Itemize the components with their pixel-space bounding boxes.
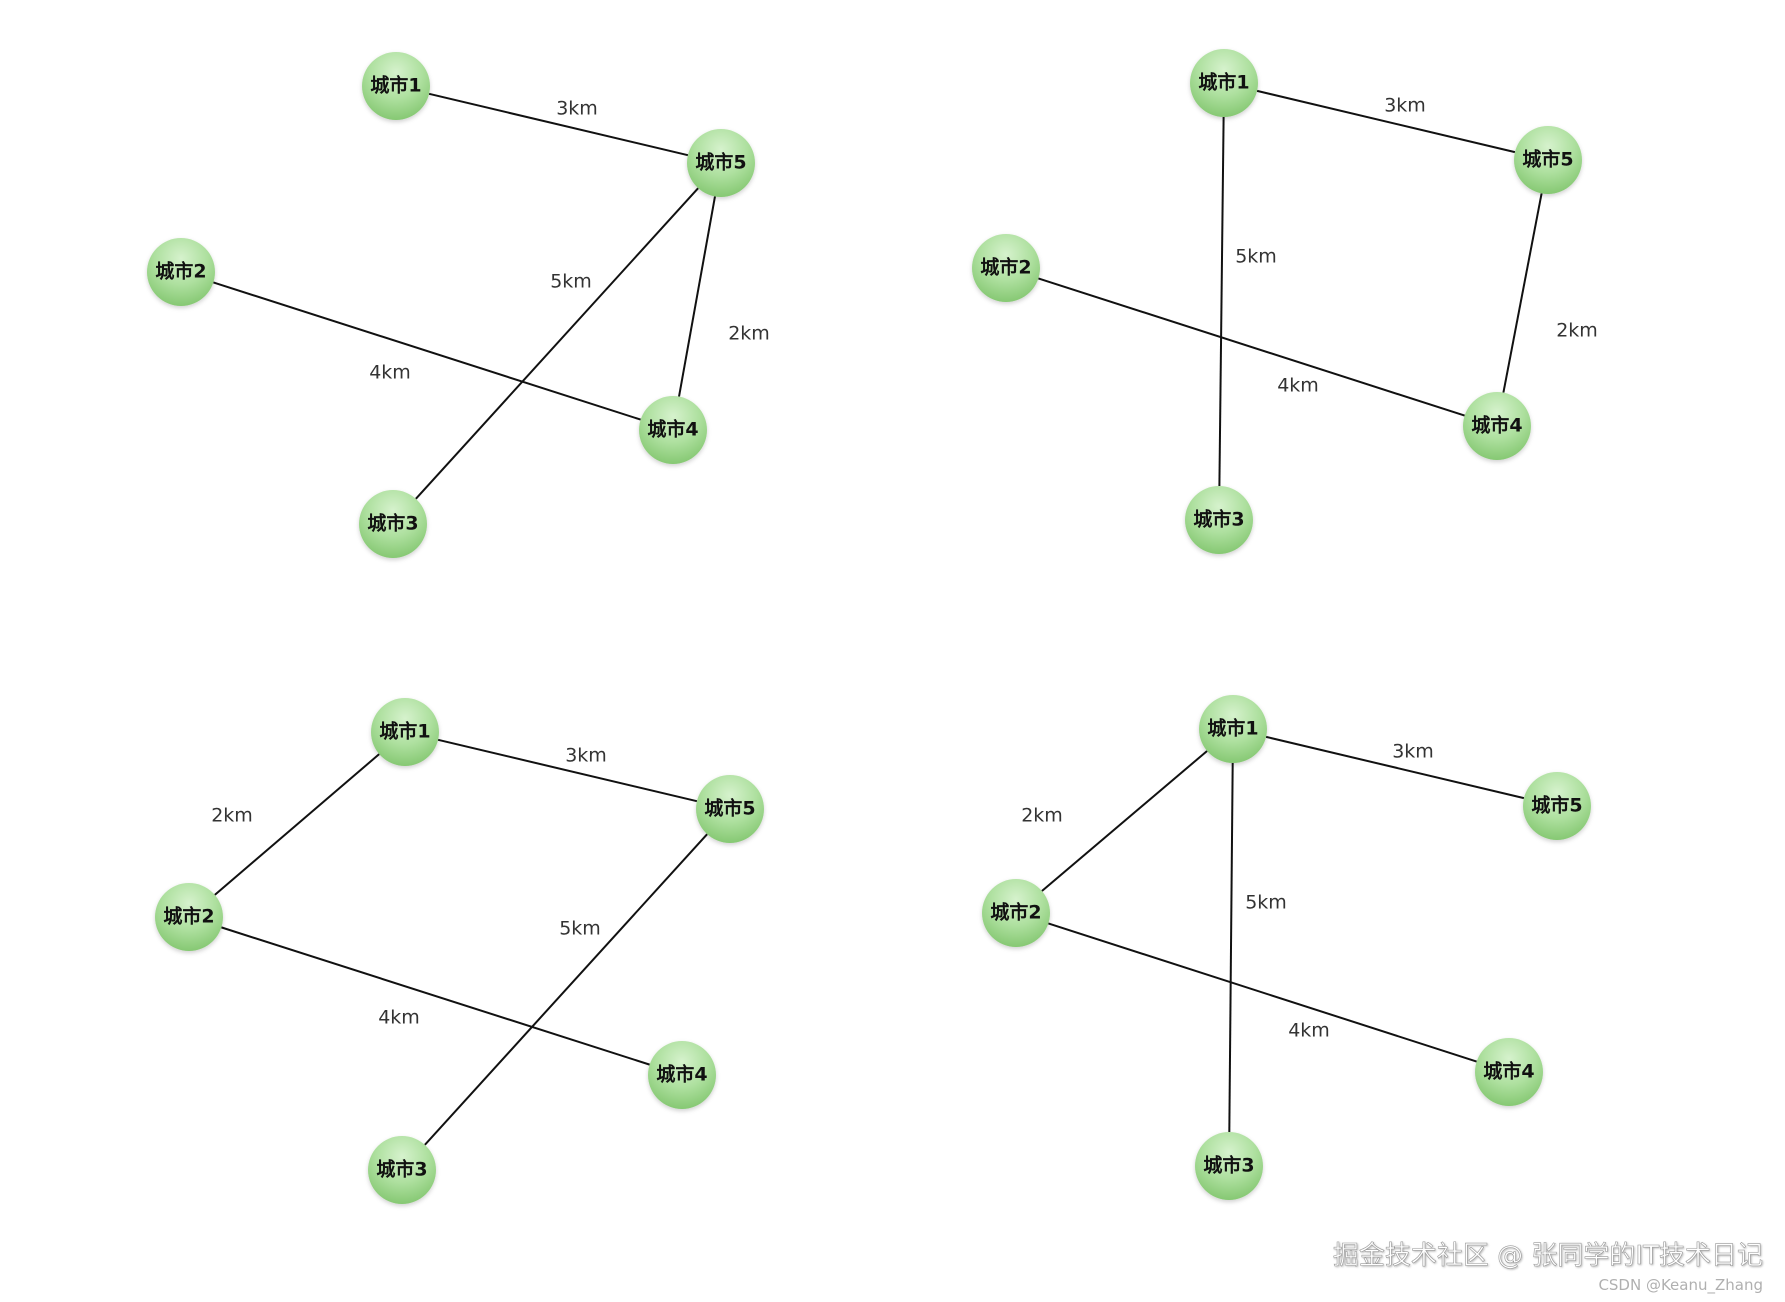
city-node-1[interactable]: 城市1 xyxy=(371,698,439,766)
city-node-1[interactable]: 城市1 xyxy=(1190,49,1258,117)
city-node-circle xyxy=(982,879,1050,947)
city-node-label: 城市5 xyxy=(1531,794,1582,817)
edge-2-4 xyxy=(1038,277,1465,417)
city-node-label: 城市1 xyxy=(1207,717,1258,740)
city-node-label: 城市4 xyxy=(1483,1060,1534,1083)
graph-panel-4: 3km 2km 5km 4km 城市1 城市2 城市3 城市4 城市5 xyxy=(982,695,1591,1200)
city-node-circle xyxy=(972,234,1040,302)
edge-label: 5km xyxy=(1235,246,1277,268)
city-node-1[interactable]: 城市1 xyxy=(362,52,430,120)
edge-label: 2km xyxy=(211,805,253,827)
edge-label: 3km xyxy=(1384,95,1426,117)
edge-2-4 xyxy=(221,926,650,1066)
city-node-circle xyxy=(687,129,755,197)
city-node-3[interactable]: 城市3 xyxy=(368,1136,436,1204)
city-node-4[interactable]: 城市4 xyxy=(1463,392,1531,460)
edge-1-3 xyxy=(1228,762,1234,1133)
city-node-circle xyxy=(1523,772,1591,840)
edge-5-3 xyxy=(424,833,708,1146)
city-node-circle xyxy=(639,396,707,464)
edge-1-2 xyxy=(1041,750,1208,892)
edge-label: 5km xyxy=(559,918,601,940)
city-node-3[interactable]: 城市3 xyxy=(1195,1132,1263,1200)
city-node-circle xyxy=(1463,392,1531,460)
city-node-circle xyxy=(155,883,223,951)
city-node-circle xyxy=(362,52,430,120)
edge-5-3 xyxy=(415,187,699,500)
edge-5-4 xyxy=(678,196,716,397)
city-node-label: 城市1 xyxy=(379,720,430,743)
graph-panel-1: 3km 5km 2km 4km 城市1 城市2 城市3 城市4 城市5 xyxy=(147,52,770,558)
city-node-circle xyxy=(359,490,427,558)
edge-1-5 xyxy=(1265,735,1525,800)
city-node-5[interactable]: 城市5 xyxy=(1523,772,1591,840)
city-node-circle xyxy=(1199,695,1267,763)
city-node-5[interactable]: 城市5 xyxy=(696,775,764,843)
edge-2-4 xyxy=(1048,922,1477,1063)
city-node-circle xyxy=(696,775,764,843)
edge-label: 2km xyxy=(728,323,770,345)
city-node-4[interactable]: 城市4 xyxy=(648,1041,716,1109)
edge-2-4 xyxy=(213,281,641,421)
city-node-label: 城市4 xyxy=(656,1063,707,1086)
city-node-4[interactable]: 城市4 xyxy=(639,396,707,464)
edge-label: 3km xyxy=(565,745,607,767)
graph-panel-2: 3km 5km 2km 4km 城市1 城市2 城市3 城市4 城市5 xyxy=(972,49,1598,554)
city-node-label: 城市1 xyxy=(1198,71,1249,94)
edge-1-3 xyxy=(1218,116,1225,487)
city-node-label: 城市3 xyxy=(1203,1154,1254,1177)
city-node-label: 城市3 xyxy=(376,1158,427,1181)
edge-label: 4km xyxy=(369,362,411,384)
city-node-label: 城市2 xyxy=(155,260,206,283)
edge-label: 2km xyxy=(1556,320,1598,342)
edge-label: 3km xyxy=(1392,741,1434,763)
graph-panel-3: 3km 2km 5km 4km 城市1 城市2 城市3 城市4 城市5 xyxy=(155,698,764,1204)
city-node-5[interactable]: 城市5 xyxy=(687,129,755,197)
city-node-circle xyxy=(368,1136,436,1204)
city-node-2[interactable]: 城市2 xyxy=(972,234,1040,302)
city-node-circle xyxy=(648,1041,716,1109)
city-node-circle xyxy=(1185,486,1253,554)
city-node-label: 城市2 xyxy=(990,901,1041,924)
city-node-5[interactable]: 城市5 xyxy=(1514,126,1582,194)
city-node-4[interactable]: 城市4 xyxy=(1475,1038,1543,1106)
city-node-label: 城市5 xyxy=(1522,148,1573,171)
city-node-label: 城市4 xyxy=(647,418,698,441)
city-node-label: 城市5 xyxy=(695,151,746,174)
edge-1-2 xyxy=(214,753,380,896)
city-node-circle xyxy=(1514,126,1582,194)
city-node-2[interactable]: 城市2 xyxy=(155,883,223,951)
city-node-label: 城市1 xyxy=(370,74,421,97)
city-node-label: 城市3 xyxy=(1193,508,1244,531)
city-node-circle xyxy=(1475,1038,1543,1106)
city-node-circle xyxy=(371,698,439,766)
city-node-circle xyxy=(1190,49,1258,117)
city-node-circle xyxy=(1195,1132,1263,1200)
city-node-2[interactable]: 城市2 xyxy=(147,238,215,306)
city-node-3[interactable]: 城市3 xyxy=(359,490,427,558)
city-node-label: 城市2 xyxy=(980,256,1031,279)
city-node-label: 城市2 xyxy=(163,905,214,928)
edge-label: 5km xyxy=(550,271,592,293)
city-node-circle xyxy=(147,238,215,306)
edge-label: 3km xyxy=(556,98,598,120)
city-node-2[interactable]: 城市2 xyxy=(982,879,1050,947)
city-node-3[interactable]: 城市3 xyxy=(1185,486,1253,554)
edge-label: 2km xyxy=(1021,805,1063,827)
city-node-label: 城市5 xyxy=(704,797,755,820)
edge-label: 4km xyxy=(378,1007,420,1029)
city-node-label: 城市3 xyxy=(367,512,418,535)
edge-5-4 xyxy=(1502,193,1543,393)
edge-label: 4km xyxy=(1288,1020,1330,1042)
edge-label: 5km xyxy=(1245,892,1287,914)
city-node-1[interactable]: 城市1 xyxy=(1199,695,1267,763)
edge-1-5 xyxy=(1256,89,1516,154)
watermark-subtext: CSDN @Keanu_Zhang xyxy=(1598,1276,1763,1294)
edge-1-5 xyxy=(437,738,698,803)
watermark-text: 掘金技术社区 @ 张同学的IT技术日记 xyxy=(1332,1241,1764,1272)
city-node-label: 城市4 xyxy=(1471,414,1522,437)
edge-label: 4km xyxy=(1277,375,1319,397)
edge-1-5 xyxy=(428,92,689,157)
